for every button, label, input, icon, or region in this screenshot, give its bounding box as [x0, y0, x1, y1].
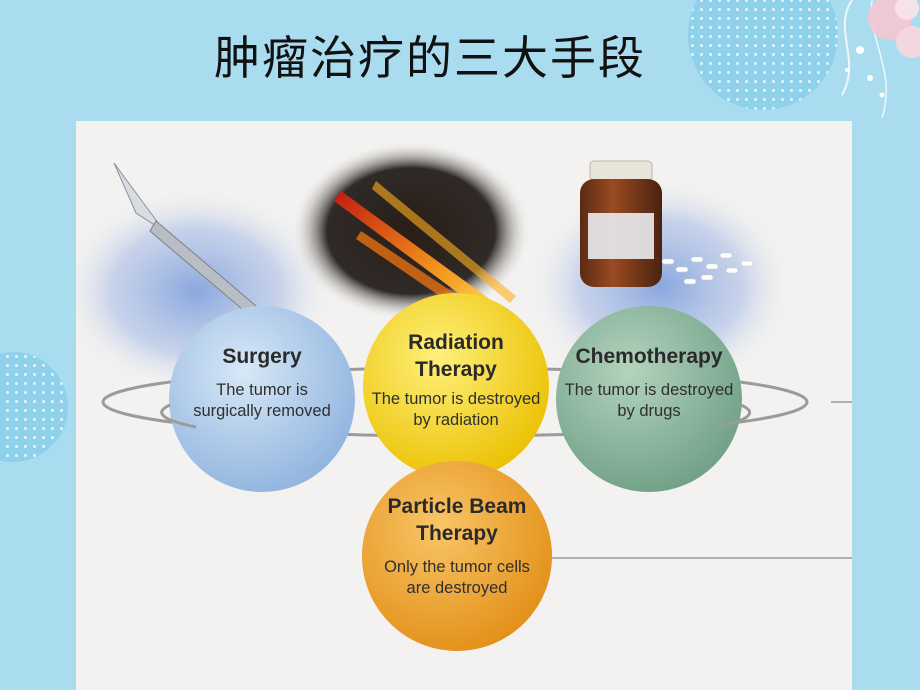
- surgery-description-line1: The tumor is: [216, 381, 308, 399]
- surgery-description-line2: surgically removed: [193, 402, 331, 420]
- radiation-description-line1: The tumor is destroyed: [371, 390, 541, 408]
- chemotherapy-description-line1: The tumor is destroyed: [564, 381, 734, 399]
- therapy-diagram-panel: Surgery The tumor is surgically removed …: [76, 121, 852, 690]
- particle-beam-label: Particle Beam Therapy Only the tumor cel…: [357, 493, 557, 599]
- chemotherapy-description-line2: by drugs: [617, 402, 681, 420]
- orbit-ring-front-right: [715, 403, 752, 429]
- chemotherapy-heading: Chemotherapy: [575, 345, 723, 368]
- particle-beam-heading-line1: Particle Beam: [387, 495, 527, 518]
- surgery-description: The tumor is surgically removed: [172, 380, 352, 422]
- chemotherapy-label: Chemotherapy The tumor is destroyed by d…: [554, 343, 744, 422]
- radiation-heading-line1: Radiation: [408, 331, 504, 354]
- particle-beam-description-line1: Only the tumor cells: [384, 558, 530, 576]
- decor-dotted-circle-left: [0, 352, 68, 462]
- chemotherapy-sphere: [556, 306, 742, 492]
- radiation-heading-line2: Therapy: [415, 358, 497, 381]
- particle-beam-sphere: [362, 461, 552, 651]
- radiation-sphere: [363, 293, 549, 479]
- radiation-description-line2: by radiation: [413, 411, 499, 429]
- radiation-description: The tumor is destroyed by radiation: [356, 389, 556, 431]
- particle-beam-heading: Particle Beam Therapy: [357, 493, 557, 547]
- particle-beam-heading-line2: Therapy: [416, 522, 498, 545]
- chemotherapy-description: The tumor is destroyed by drugs: [554, 380, 744, 422]
- decor-dotted-circle-top-right: [688, 0, 838, 110]
- surgery-label: Surgery The tumor is surgically removed: [172, 343, 352, 422]
- floral-corner-decoration: [841, 0, 920, 119]
- particle-beam-description-line2: are destroyed: [406, 579, 508, 597]
- particle-beam-description: Only the tumor cells are destroyed: [357, 557, 557, 599]
- surgery-sphere: [169, 306, 355, 492]
- surgery-heading: Surgery: [222, 345, 302, 368]
- page-title: 肿瘤治疗的三大手段: [214, 31, 646, 85]
- orbit-ring-front-left: [160, 403, 197, 429]
- radiation-heading: Radiation Therapy: [356, 329, 556, 383]
- diagram-artwork: [76, 141, 852, 651]
- medicine-bottle-icon: [580, 160, 754, 287]
- radiation-label: Radiation Therapy The tumor is destroyed…: [356, 329, 556, 431]
